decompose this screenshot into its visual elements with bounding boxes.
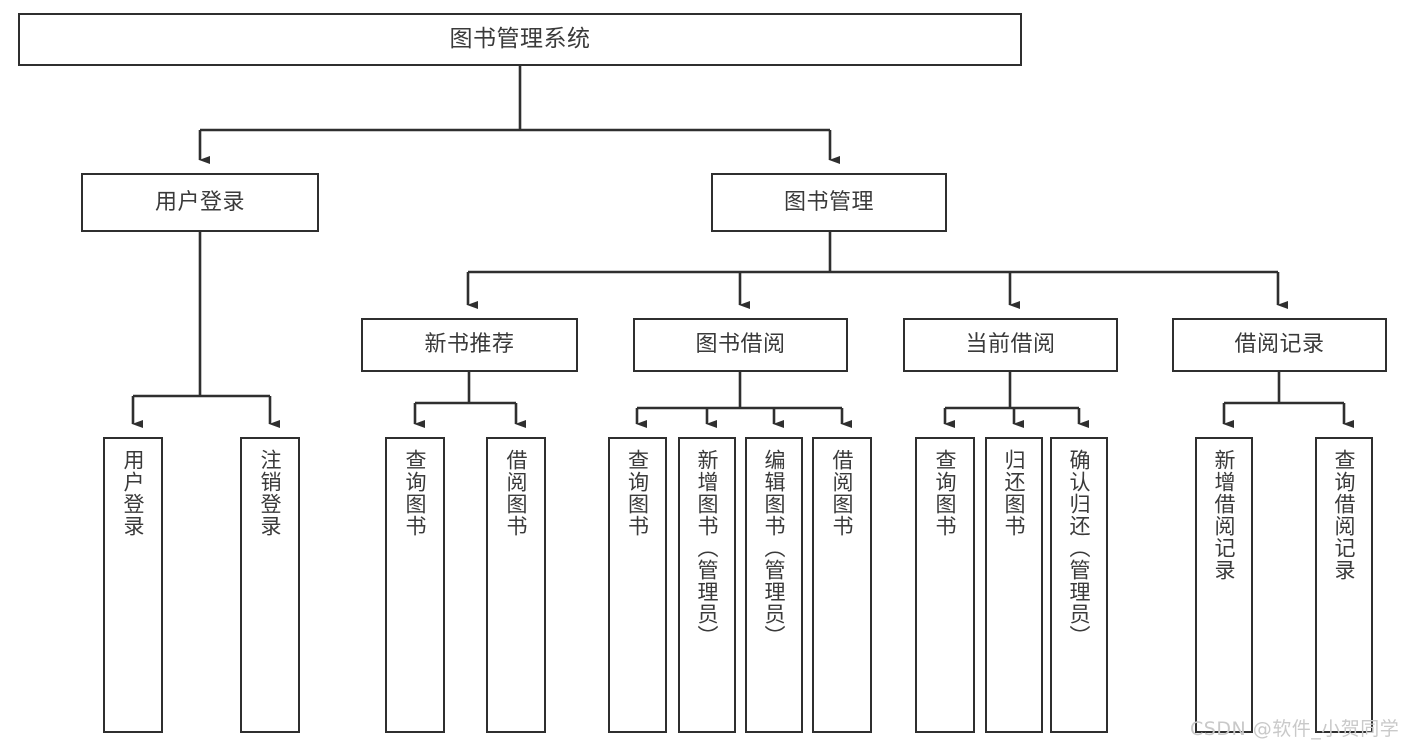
node-label-leaf-borrow-book-recommend: 借阅图书 [504, 449, 529, 537]
node-leaf-borrow-book-recommend[interactable]: 借阅图书 [486, 437, 546, 733]
node-leaf-query-book-current[interactable]: 查询图书 [915, 437, 975, 733]
node-leaf-user-login[interactable]: 用户登录 [103, 437, 163, 733]
node-leaf-confirm-return-admin[interactable]: 确认归还（管理员） [1050, 437, 1108, 733]
node-label-leaf-query-borrow-record: 查询借阅记录 [1332, 449, 1357, 581]
node-leaf-query-book-recommend[interactable]: 查询图书 [385, 437, 445, 733]
node-leaf-add-book-admin[interactable]: 新增图书（管理员） [678, 437, 736, 733]
node-label-book-manage: 图书管理 [783, 189, 874, 215]
node-root[interactable]: 图书管理系统 [18, 13, 1022, 66]
node-leaf-logout[interactable]: 注销登录 [240, 437, 300, 733]
node-label-leaf-query-book-current: 查询图书 [933, 449, 958, 537]
node-label-leaf-query-book-recommend: 查询图书 [403, 449, 428, 537]
node-label-leaf-confirm-return-admin: 确认归还（管理员） [1067, 449, 1092, 647]
node-label-leaf-edit-book-admin: 编辑图书（管理员） [762, 449, 787, 647]
node-label-borrow-record: 借阅记录 [1234, 332, 1325, 358]
node-borrow-record[interactable]: 借阅记录 [1172, 318, 1387, 372]
node-leaf-query-book-borrow[interactable]: 查询图书 [608, 437, 667, 733]
node-leaf-edit-book-admin[interactable]: 编辑图书（管理员） [745, 437, 803, 733]
node-label-leaf-add-borrow-record: 新增借阅记录 [1212, 449, 1237, 581]
node-label-current-borrow: 当前借阅 [965, 332, 1056, 358]
node-leaf-borrow-book-borrow[interactable]: 借阅图书 [812, 437, 872, 733]
node-leaf-add-borrow-record[interactable]: 新增借阅记录 [1195, 437, 1253, 733]
node-label-root: 图书管理系统 [449, 25, 591, 52]
node-user-login[interactable]: 用户登录 [81, 173, 319, 232]
node-label-leaf-logout: 注销登录 [258, 449, 283, 537]
node-label-leaf-query-book-borrow: 查询图书 [625, 449, 650, 537]
node-label-leaf-user-login: 用户登录 [121, 449, 146, 537]
csdn-watermark: CSDN @软件_小贺同学 [1190, 718, 1400, 740]
node-label-leaf-add-book-admin: 新增图书（管理员） [695, 449, 720, 647]
node-label-new-book-recommend: 新书推荐 [424, 332, 515, 358]
node-book-manage[interactable]: 图书管理 [711, 173, 947, 232]
node-label-leaf-borrow-book-borrow: 借阅图书 [830, 449, 855, 537]
node-label-book-borrow: 图书借阅 [695, 332, 786, 358]
node-leaf-return-book[interactable]: 归还图书 [985, 437, 1043, 733]
node-current-borrow[interactable]: 当前借阅 [903, 318, 1118, 372]
node-book-borrow[interactable]: 图书借阅 [633, 318, 848, 372]
node-label-user-login: 用户登录 [154, 189, 245, 215]
node-new-book-recommend[interactable]: 新书推荐 [361, 318, 578, 372]
node-leaf-query-borrow-record[interactable]: 查询借阅记录 [1315, 437, 1373, 733]
node-label-leaf-return-book: 归还图书 [1002, 449, 1027, 537]
